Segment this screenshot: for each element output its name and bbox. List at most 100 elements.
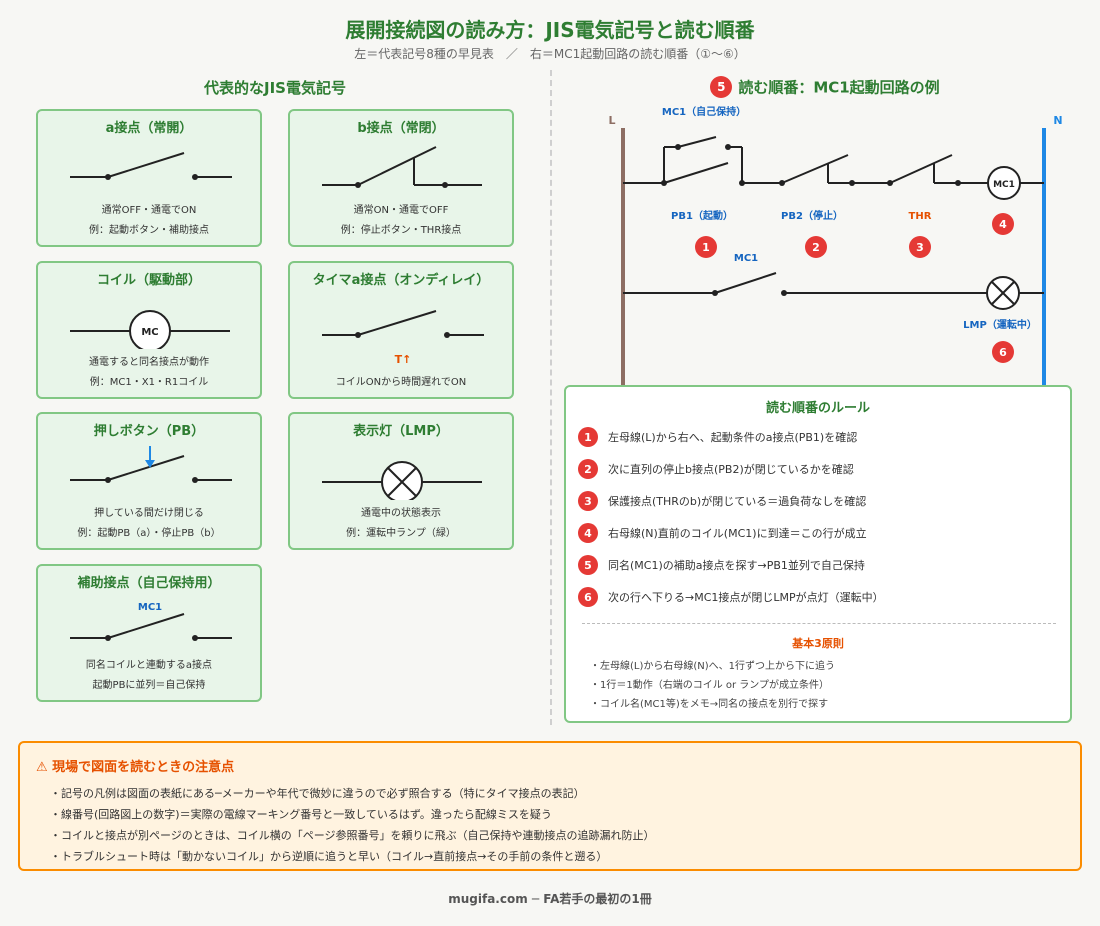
card-desc: 例：停止ボタン・THR接点 (340, 225, 462, 236)
reading-order-title-text: 読む順番：MC1起動回路の例 (738, 78, 940, 97)
card-desc: 例：MC1・X1・R1コイル (89, 377, 209, 388)
rule-item: 4 右母線(N)直前のコイル(MC1)に到達＝この行が成立 (578, 523, 867, 543)
card-title: 押しボタン（PB） (93, 424, 205, 439)
card-desc: 押している間だけ閉じる (94, 508, 204, 519)
page-subtitle: 左＝代表記号8種の早見表 ／ 右＝MC1起動回路の読む順番（①〜⑥） (354, 47, 746, 61)
rules-title: 読む順番のルール (765, 401, 870, 416)
section-divider (550, 70, 552, 725)
principle-item: ・左母線(L)から右母線(N)へ、1行ずつ上から下に追う (590, 661, 836, 672)
caution-item: ・コイルと接点が別ページのときは、コイル横の「ページ参照番号」を頼りに飛ぶ（自己… (50, 829, 655, 842)
thr-contact (889, 154, 953, 184)
rule-text: 同名(MC1)の補助a接点を探す→PB1並列で自己保持 (608, 559, 865, 572)
step-badge-6: 6 (992, 341, 1014, 363)
rule-number: 6 (578, 587, 598, 607)
card-desc: 通電すると同名接点が動作 (89, 357, 209, 368)
pb1-contact (663, 162, 729, 184)
rule-item: 3 保護接点(THRのb)が閉じている＝過負荷なしを確認 (578, 491, 866, 511)
bus-left-label: L (608, 114, 615, 127)
symbols-section-title: 代表的なJIS電気記号 (204, 79, 346, 97)
coil-label: MC1 (993, 180, 1015, 190)
title-badge: 5 (710, 76, 733, 98)
rule-item: 6 次の行へ下りる→MC1接点が閉じLMPが点灯（運転中） (578, 587, 884, 607)
step-badge-4: 4 (992, 213, 1014, 235)
b-contact-symbol (322, 146, 482, 188)
step-badge-1: 1 (695, 236, 717, 258)
rules-separator (582, 623, 1056, 624)
rule-number: 4 (578, 523, 598, 543)
rule-text: 右母線(N)直前のコイル(MC1)に到達＝この行が成立 (608, 527, 867, 540)
lamp-symbol (322, 461, 482, 500)
timer-contact-symbol: T↑ (322, 310, 484, 366)
aux-contact-symbol: MC1 (70, 602, 232, 641)
card-title: b接点（常閉） (357, 121, 445, 136)
svg-text:3: 3 (916, 241, 924, 254)
rule-text: 保護接点(THRのb)が閉じている＝過負荷なしを確認 (608, 495, 867, 508)
rule-number: 3 (578, 491, 598, 511)
self-hold-label: MC1（自己保持） (662, 105, 746, 118)
card-title: コイル（駆動部） (96, 273, 201, 288)
self-hold-contact (677, 136, 717, 148)
svg-text:6: 6 (999, 346, 1007, 359)
caution-box: ⚠ 現場で図面を読むときの注意点 ・記号の凡例は図面の表紙にある─メーカーや年代… (18, 741, 1082, 871)
card-desc: 起動PBに並列＝自己保持 (92, 680, 206, 691)
mc1-aux-contact (714, 272, 777, 294)
card-lamp: 表示灯（LMP） 通電中の状態表示 例：運転中ランプ（緑） (288, 412, 514, 550)
card-title: 表示灯（LMP） (353, 424, 449, 439)
card-desc: 通電中の状態表示 (361, 508, 441, 519)
lamp-label: LMP（運転中） (963, 318, 1037, 331)
coil-symbol-label: MC (141, 327, 158, 338)
row2-contact-label: MC1 (734, 253, 758, 264)
card-desc: 例：起動PB（a）・停止PB（b） (77, 528, 221, 539)
card-title: 補助接点（自己保持用） (77, 576, 221, 591)
principles-title: 基本3原則 (792, 637, 844, 650)
card-b-contact: b接点（常閉） 通常ON・通電でOFF 例：停止ボタン・THR接点 (288, 109, 514, 247)
card-title: a接点（常開） (105, 121, 193, 136)
a-contact-symbol (70, 152, 232, 180)
page-title: 展開接続図の読み方：JIS電気記号と読む順番 (345, 18, 755, 42)
rule-item: 2 次に直列の停止b接点(PB2)が閉じているかを確認 (578, 459, 854, 479)
caution-item: ・トラブルシュート時は「動かないコイル」から逆順に追うと早い（コイル→直前接点→… (50, 850, 608, 863)
svg-text:1: 1 (702, 241, 710, 254)
card-timer-contact: タイマa接点（オンディレイ） T↑ コイルONから時間遅れでON (288, 261, 514, 399)
principle-item: ・1行＝1動作（右端のコイル or ランプが成立条件） (590, 680, 830, 691)
rule-number: 5 (578, 555, 598, 575)
timer-symbol-label: T↑ (395, 353, 412, 366)
card-coil: コイル（駆動部） MC 通電すると同名接点が動作 例：MC1・X1・R1コイル (36, 261, 262, 399)
principle-item: ・コイル名(MC1等)をメモ→同名の接点を別行で探す (590, 699, 829, 710)
pb2-contact (781, 154, 849, 184)
card-title: タイマa接点（オンディレイ） (312, 273, 490, 288)
svg-text:2: 2 (812, 241, 820, 254)
pb2-label: PB2（停止） (781, 209, 843, 222)
step-badge-2: 2 (805, 236, 827, 258)
ladder-diagram: L N MC1（自己保持） MC1 PB1（起動） PB2（停止） THR MC… (608, 105, 1063, 385)
rule-text: 左母線(L)から右へ、起動条件のa接点(PB1)を確認 (608, 431, 858, 444)
card-desc: 通常ON・通電でOFF (353, 205, 449, 216)
caution-title: ⚠ 現場で図面を読むときの注意点 (36, 760, 235, 775)
rule-number: 1 (578, 427, 598, 447)
rule-item: 5 同名(MC1)の補助a接点を探す→PB1並列で自己保持 (578, 555, 865, 575)
coil-symbol: MC (70, 310, 230, 349)
card-desc: 同名コイルと連動するa接点 (85, 660, 213, 671)
rule-text: 次の行へ下りる→MC1接点が閉じLMPが点灯（運転中） (608, 591, 884, 604)
svg-text:4: 4 (999, 218, 1007, 231)
thr-label: THR (909, 211, 932, 222)
footer-credit: mugifa.com ─ FA若手の最初の1冊 (448, 892, 652, 906)
card-a-contact: a接点（常開） 通常OFF・通電でON 例：起動ボタン・補助接点 (36, 109, 262, 247)
pb1-label: PB1（起動） (671, 209, 733, 222)
rule-number: 2 (578, 459, 598, 479)
reading-order-title: 5 読む順番：MC1起動回路の例 (560, 76, 1090, 98)
card-desc: 通常OFF・通電でON (101, 205, 197, 216)
caution-item: ・線番号(回路図上の数字)＝実際の電線マーキング番号と一致しているはず。違ったら… (50, 808, 552, 821)
card-aux-contact: 補助接点（自己保持用） MC1 同名コイルと連動するa接点 起動PBに並列＝自己… (36, 564, 262, 702)
caution-item: ・記号の凡例は図面の表紙にある─メーカーや年代で微妙に違うので必ず照合する（特に… (50, 787, 585, 800)
step-badge-3: 3 (909, 236, 931, 258)
aux-symbol-label: MC1 (138, 602, 162, 613)
push-button-symbol (70, 446, 232, 483)
rule-text: 次に直列の停止b接点(PB2)が閉じているかを確認 (608, 463, 854, 476)
card-desc: コイルONから時間遅れでON (335, 377, 467, 388)
card-desc: 例：起動ボタン・補助接点 (89, 225, 209, 236)
card-push-button: 押しボタン（PB） 押している間だけ閉じる 例：起動PB（a）・停止PB（b） (36, 412, 262, 550)
card-desc: 例：運転中ランプ（緑） (346, 528, 456, 539)
bus-right-label: N (1053, 114, 1062, 127)
